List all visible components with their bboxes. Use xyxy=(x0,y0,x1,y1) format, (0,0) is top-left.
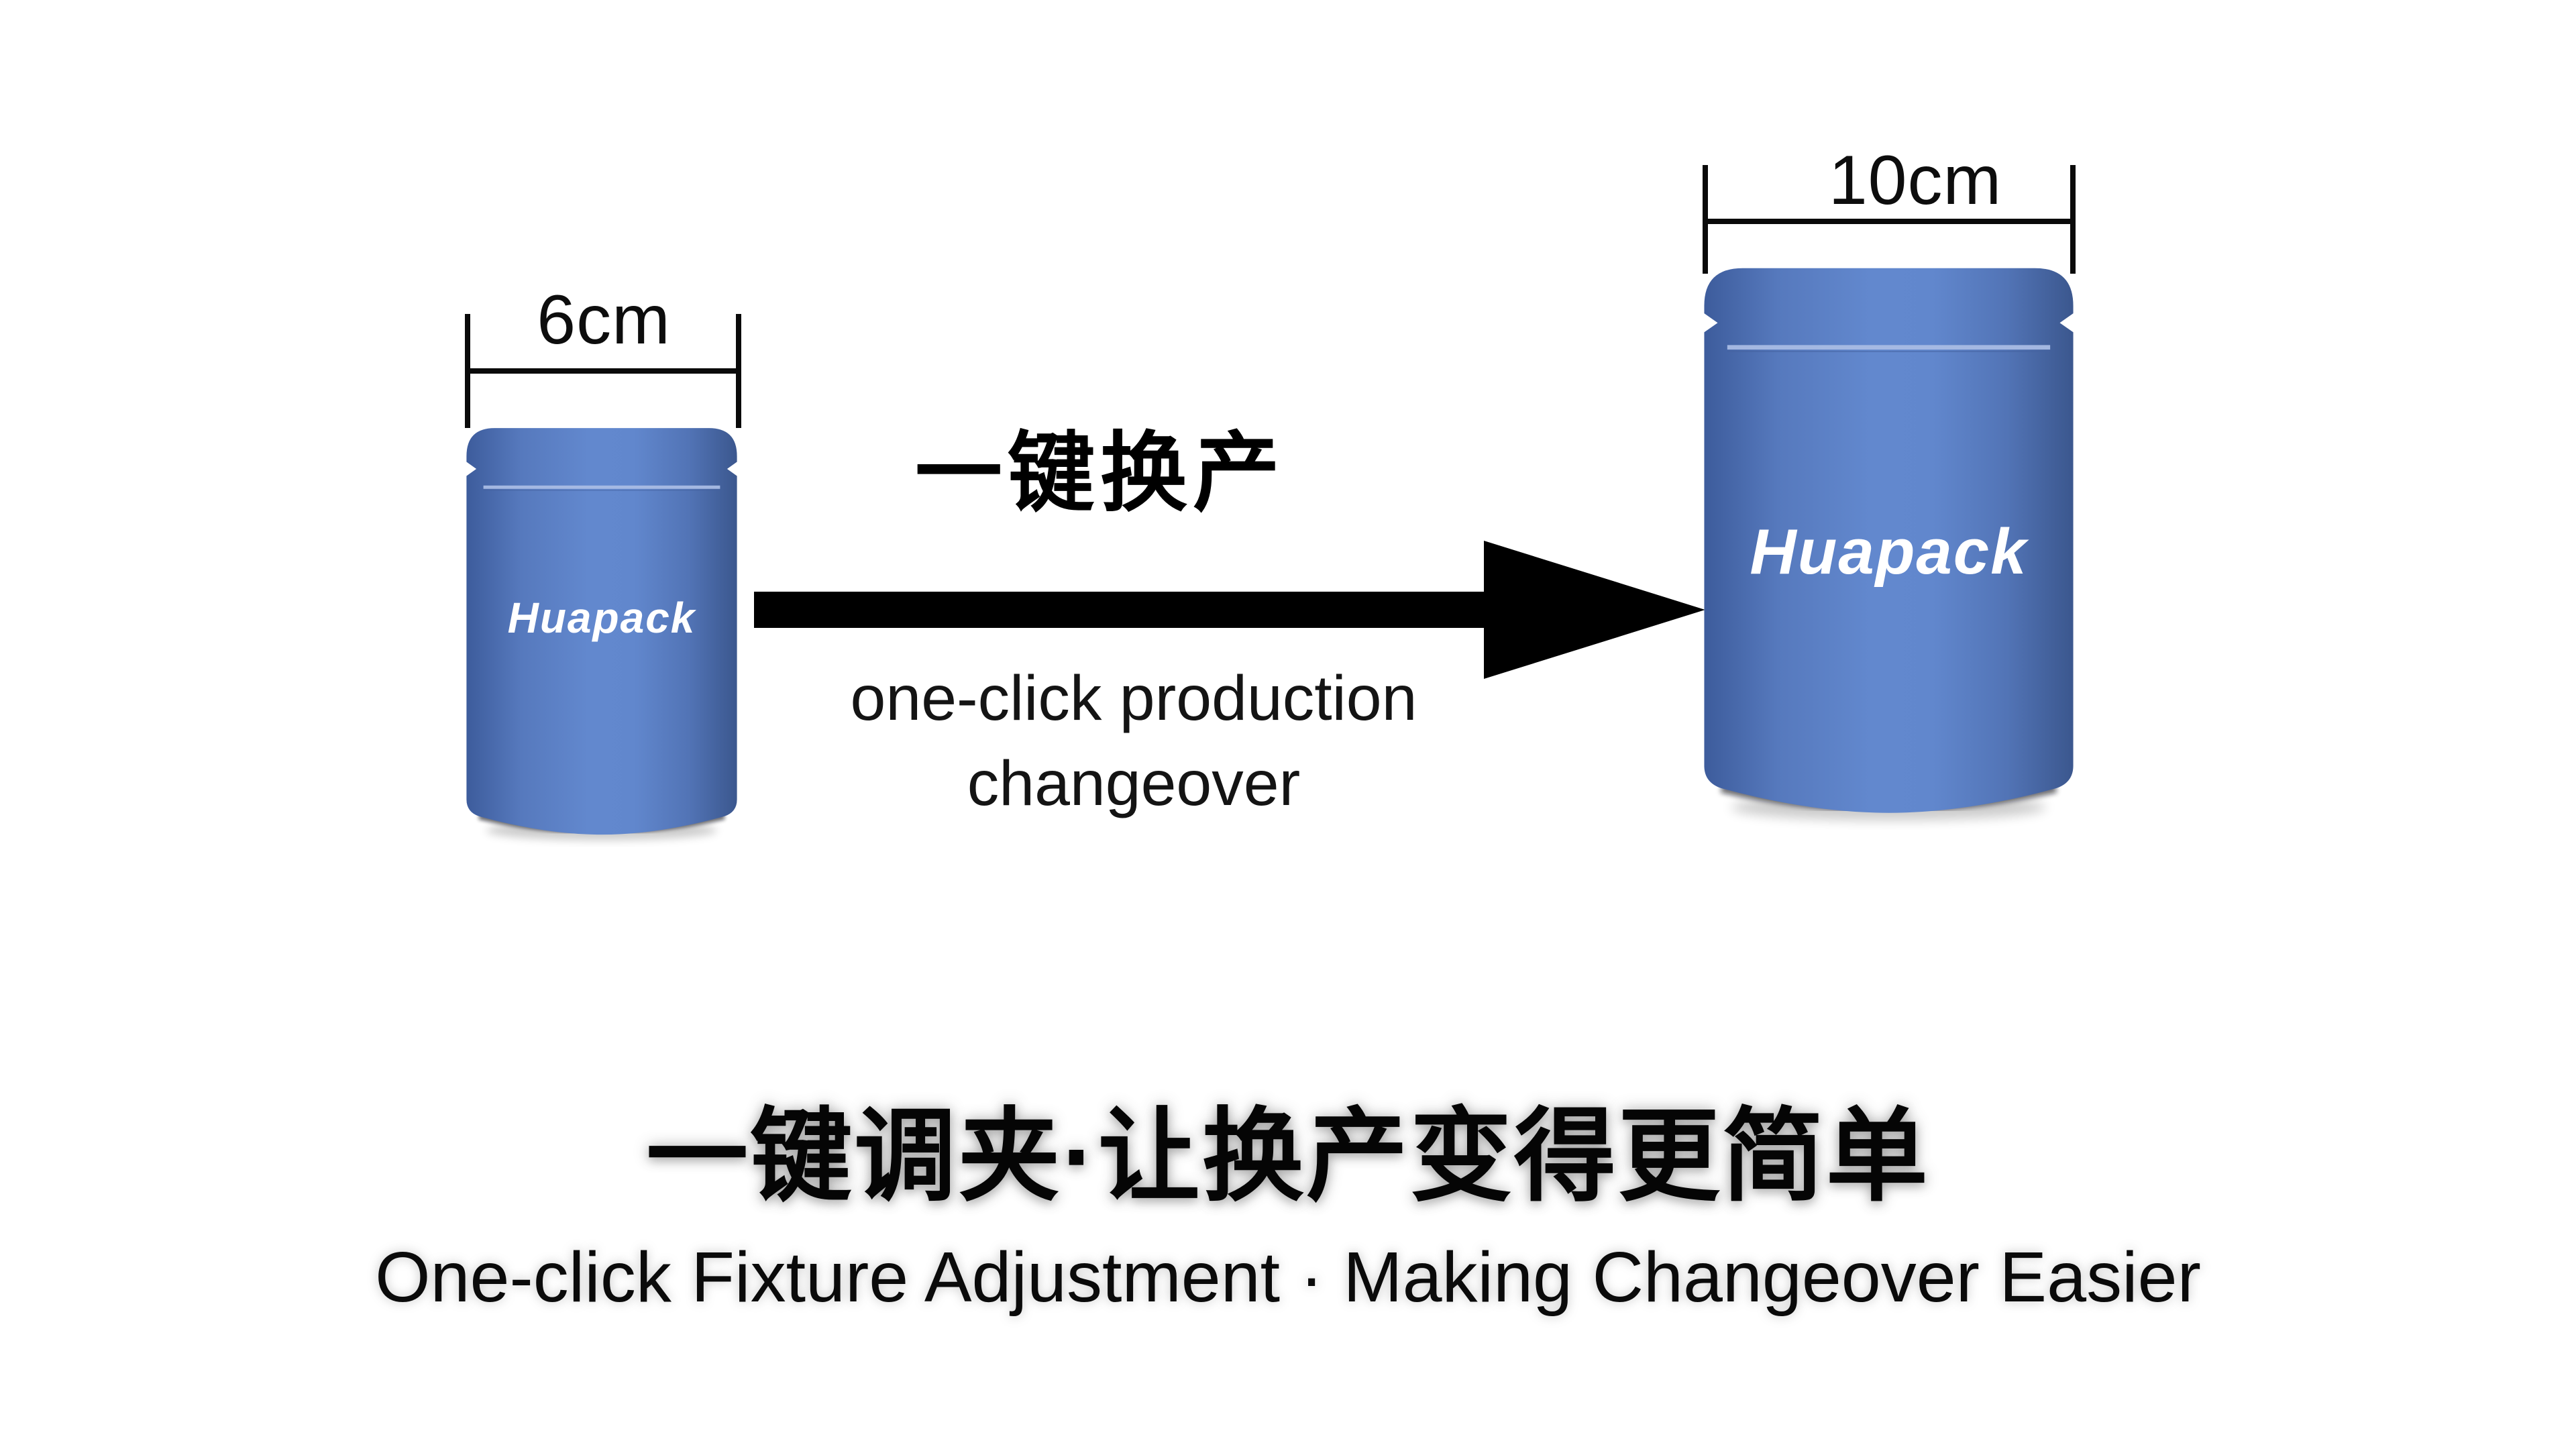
arrow-subtitle-en-line2: changeover xyxy=(967,748,1301,820)
changeover-arrow-shaft xyxy=(754,592,1485,628)
arrow-subtitle-en-line1: one-click production xyxy=(850,663,1417,734)
footer-headline-cn: 一键调夹·让换产变得更简单 xyxy=(646,1099,1930,1214)
changeover-arrow-icon xyxy=(1484,541,1705,679)
large-pouch-dimension-label: 10cm xyxy=(1828,142,2002,219)
large-pouch-logo: Huapack xyxy=(1750,516,2028,588)
arrow-title-cn: 一键换产 xyxy=(914,424,1285,522)
footer-headline-en: One-click Fixture Adjustment · Making Ch… xyxy=(375,1238,2201,1317)
arrow-subtitle-en: one-click production changeover xyxy=(798,656,1469,827)
large-dimension-line xyxy=(1705,219,2074,224)
small-dimension-line xyxy=(468,368,741,374)
small-pouch-dimension-label: 6cm xyxy=(537,281,671,359)
small-pouch-logo: Huapack xyxy=(507,594,696,642)
